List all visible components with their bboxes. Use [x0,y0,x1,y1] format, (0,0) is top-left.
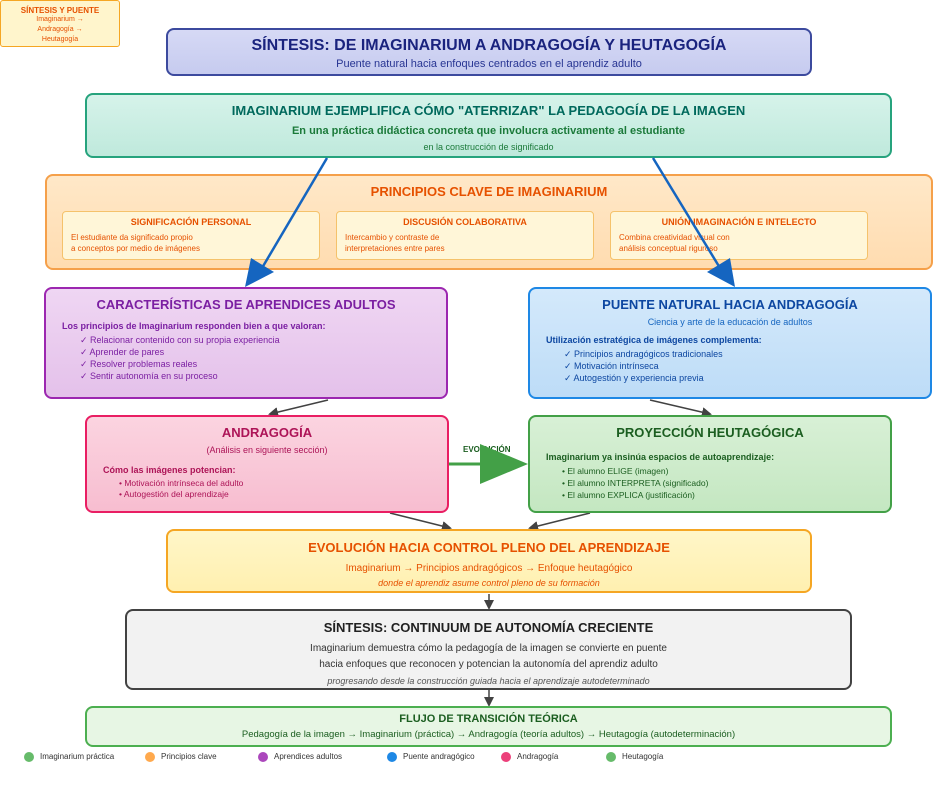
legend-label: Puente andragógico [403,752,475,761]
synthesis-line: Imaginarium demuestra cómo la pedagogía … [310,643,667,654]
andragogy-title: ANDRAGOGÍA [221,425,313,440]
heutagogy-list: • El alumno ELIGE (imagen) • El alumno I… [546,465,874,501]
imaginarium-box: IMAGINARIUM EJEMPLIFICA CÓMO "ATERRIZAR"… [85,93,892,158]
arrow-adults-to-andragogy [268,399,329,417]
list-item: • El alumno ELIGE (imagen) [562,466,669,476]
andragogy-subtitle: (Análisis en siguiente sección) [206,445,328,455]
principle-card-line: a conceptos por medio de imágenes [71,244,200,253]
section-tag-line: Heutagogía [41,36,79,43]
principle-card-line: análisis conceptual riguroso [619,244,718,253]
principles-title: PRINCIPIOS CLAVE DE IMAGINARIUM [370,184,608,199]
principles-box: PRINCIPIOS CLAVE DE IMAGINARIUM SIGNIFIC… [45,174,933,270]
principle-card-line: interpretaciones entre pares [345,244,445,253]
imaginarium-note: en la construcción de significado [423,142,554,152]
legend-label: Aprendices adultos [274,752,343,761]
principle-card-line: Intercambio y contraste de [345,233,440,242]
adult-learners-title: CARACTERÍSTICAS DE APRENDICES ADULTOS [96,297,396,312]
evolution-title: EVOLUCIÓN HACIA CONTROL PLENO DEL APREND… [308,540,670,555]
list-item: ✓ Autogestión y experiencia previa [564,373,704,383]
header-box: SÍNTESIS: DE IMAGINARIUM A ANDRAGOGÍA Y … [166,28,812,76]
principle-card-title: UNIÓN IMAGINACIÓN E INTELECTO [661,217,817,227]
principle-card: UNIÓN IMAGINACIÓN E INTELECTO Combina cr… [610,211,868,260]
legend-label: Imaginarium práctica [40,752,115,761]
list-item: ✓ Motivación intrínseca [564,361,659,371]
legend-dot [606,752,616,762]
list-item: ✓ Relacionar contenido con su propia exp… [80,335,280,345]
andragogy-list: • Motivación intrínseca del adulto • Aut… [103,478,431,500]
arrow-andragogy-to-evolution [389,512,452,531]
legend-dot [501,752,511,762]
arrow-bridge-to-heutagogy [649,399,712,418]
principle-card-title: SIGNIFICACIÓN PERSONAL [130,217,252,227]
synthesis-box: SÍNTESIS: CONTINUUM DE AUTONOMÍA CRECIEN… [125,609,852,690]
section-tag-title: SÍNTESIS Y PUENTE [20,6,100,15]
legend-label: Principios clave [161,752,217,761]
evolution-box: EVOLUCIÓN HACIA CONTROL PLENO DEL APREND… [166,529,812,593]
section-tag: SÍNTESIS Y PUENTE Imaginarium → Andragog… [0,0,120,47]
list-item: • El alumno INTERPRETA (significado) [562,478,709,488]
flow-title: FLUJO DE TRANSICIÓN TEÓRICA [399,713,578,725]
principle-card: DISCUSIÓN COLABORATIVA Intercambio y con… [336,211,594,260]
list-item: ✓ Aprender de pares [80,347,165,357]
andragogy-bridge-intro: Utilización estratégica de imágenes comp… [546,335,762,345]
andragogy-bridge-subtitle: Ciencia y arte de la educación de adulto… [647,317,813,327]
legend-dot [145,752,155,762]
principle-card-title: DISCUSIÓN COLABORATIVA [403,217,527,227]
evolution-line: Imaginarium → Principios andragógicos → … [345,563,633,574]
principle-card-line: Combina creatividad visual con [619,233,730,242]
flow-line: Pedagogía de la imagen → Imaginarium (pr… [241,729,736,740]
heutagogy-intro: Imaginarium ya insinúa espacios de autoa… [546,452,775,462]
list-item: ✓ Principios andragógicos tradicionales [564,349,723,359]
list-item: • Autogestión del aprendizaje [119,489,229,499]
legend-dot [258,752,268,762]
andragogy-bridge-list: ✓ Principios andragógicos tradicionales … [546,348,914,384]
section-tag-line: Imaginarium → [36,16,84,23]
heutagogy-box: PROYECCIÓN HEUTAGÓGICA Imaginarium ya in… [528,415,892,513]
legend-label: Andragogía [517,752,559,761]
imaginarium-title: IMAGINARIUM EJEMPLIFICA CÓMO "ATERRIZAR"… [231,103,746,118]
adult-learners-intro: Los principios de Imaginarium responden … [62,321,326,331]
principle-card-line: El estudiante da significado propio [71,233,193,242]
list-item: ✓ Sentir autonomía en su proceso [80,371,218,381]
list-item: • El alumno EXPLICA (justificación) [562,490,695,500]
heutagogy-title: PROYECCIÓN HEUTAGÓGICA [616,425,804,440]
evolution-arrow-label: EVOLUCIÓN [463,445,511,454]
legend-dot [387,752,397,762]
page-subtitle: Puente natural hacia enfoques centrados … [336,58,642,70]
synthesis-note: progresando desde la construcción guiada… [327,676,650,686]
legend-dot [24,752,34,762]
page-title: SÍNTESIS: DE IMAGINARIUM A ANDRAGOGÍA Y … [251,37,727,54]
principle-card: SIGNIFICACIÓN PERSONAL El estudiante da … [62,211,320,260]
flow-box: FLUJO DE TRANSICIÓN TEÓRICA Pedagogía de… [85,706,892,747]
list-item: • Motivación intrínseca del adulto [119,478,244,488]
legend-label: Heutagogía [622,752,664,761]
adult-learners-box: CARACTERÍSTICAS DE APRENDICES ADULTOS Lo… [44,287,448,399]
evolution-note: donde el aprendiz asume control pleno de… [378,578,600,588]
synthesis-line: hacia enfoques que reconocen y potencian… [319,659,658,670]
imaginarium-subtitle: En una práctica didáctica concreta que i… [291,125,686,137]
andragogy-intro: Cómo las imágenes potencian: [103,465,236,475]
arrow-heutagogy-to-evolution [528,512,591,531]
list-item: ✓ Resolver problemas reales [80,359,198,369]
andragogy-box: ANDRAGOGÍA (Análisis en siguiente secció… [85,415,449,513]
adult-learners-list: ✓ Relacionar contenido con su propia exp… [62,334,430,382]
andragogy-bridge-title: PUENTE NATURAL HACIA ANDRAGOGÍA [602,297,858,312]
synthesis-title: SÍNTESIS: CONTINUUM DE AUTONOMÍA CRECIEN… [323,620,654,635]
section-tag-line: Andragogía → [37,26,83,33]
andragogy-bridge-box: PUENTE NATURAL HACIA ANDRAGOGÍA Ciencia … [528,287,932,399]
